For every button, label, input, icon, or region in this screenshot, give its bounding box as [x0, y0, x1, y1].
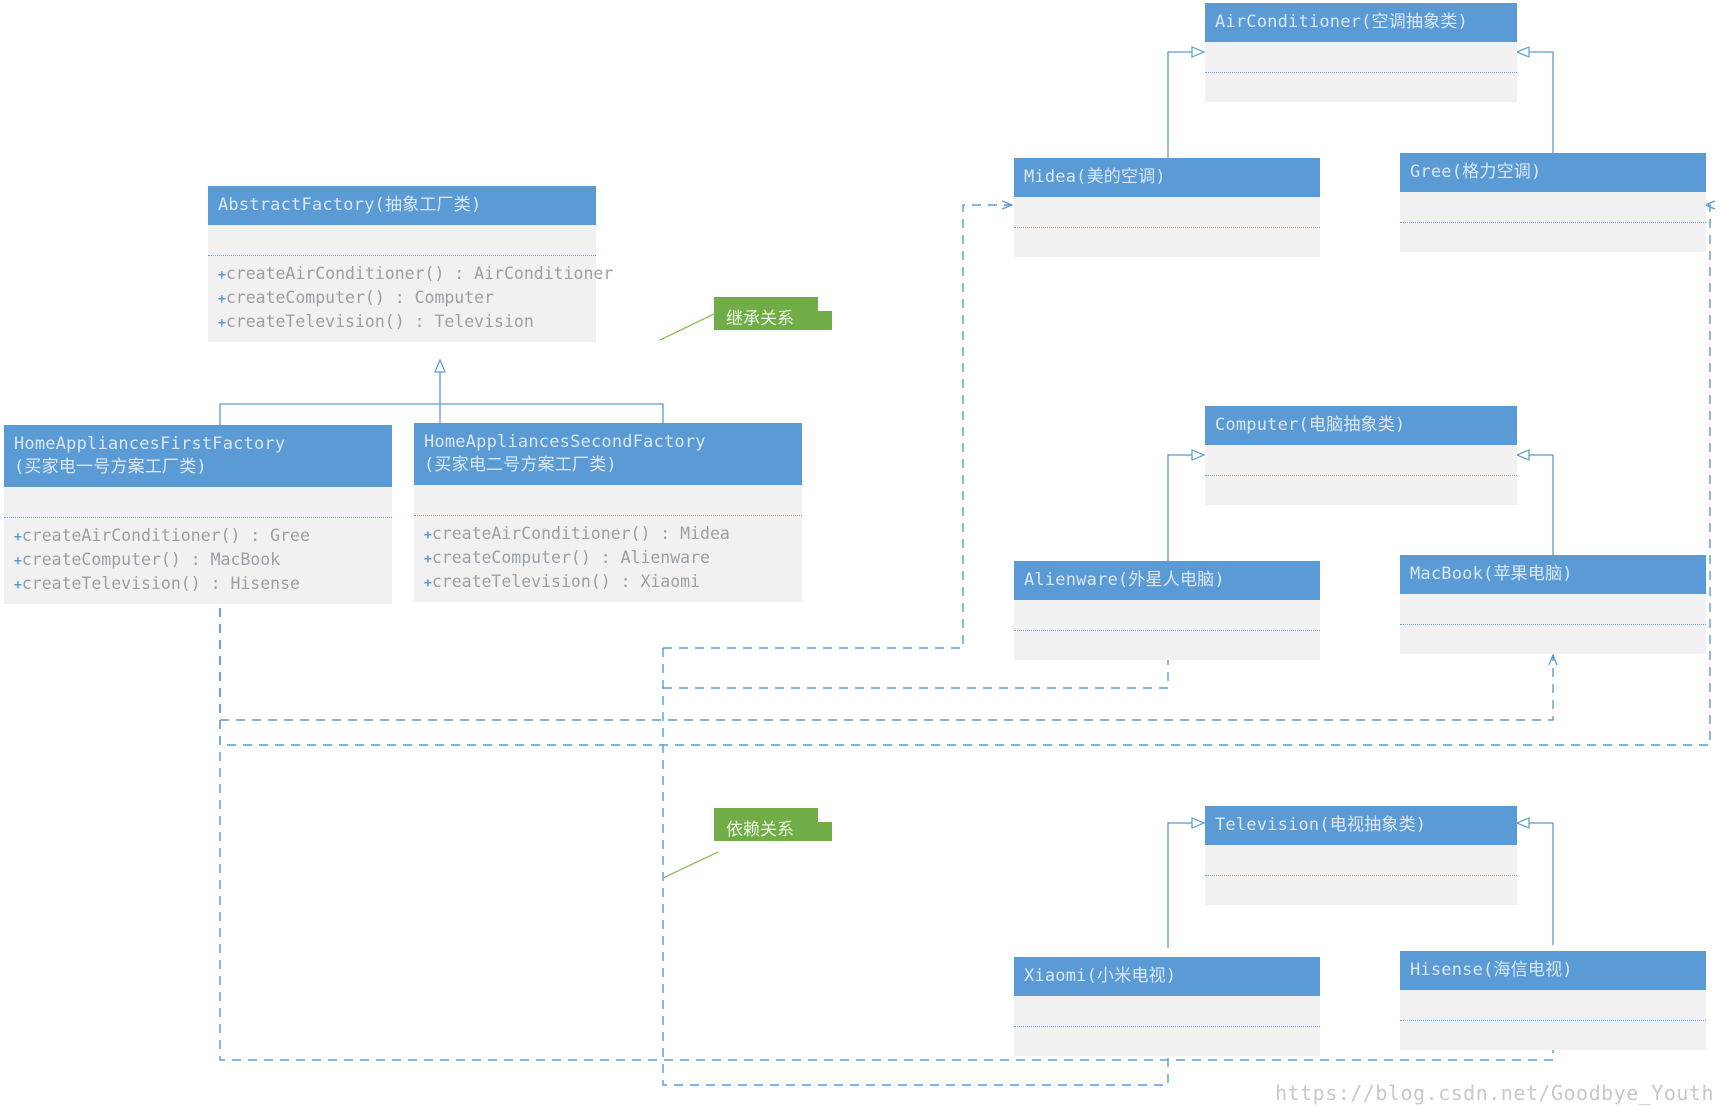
operation-row: +createComputer() : MacBook [14, 548, 382, 572]
class-operations-first-factory: +createAirConditioner() : Gree +createCo… [4, 516, 392, 604]
visibility-marker: + [424, 575, 432, 591]
class-computer[interactable]: Computer(电脑抽象类) [1205, 406, 1517, 505]
class-attributes-second-factory [414, 484, 802, 515]
note-fold-corner [818, 808, 832, 822]
class-title-air-conditioner: AirConditioner(空调抽象类) [1205, 3, 1517, 42]
class-attributes-xiaomi [1014, 995, 1320, 1026]
operation-row: +createTelevision() : Television [218, 310, 586, 334]
note-fold-corner [818, 297, 832, 311]
class-title-home-appliances-first-factory: HomeAppliancesFirstFactory (买家电一号方案工厂类) [4, 425, 392, 487]
note-label: 继承关系 [726, 309, 794, 329]
operation-row: +createAirConditioner() : Gree [14, 524, 382, 548]
visibility-marker: + [14, 529, 22, 545]
operation-row: +createComputer() : Computer [218, 286, 586, 310]
class-television[interactable]: Television(电视抽象类) [1205, 806, 1517, 905]
visibility-marker: + [218, 267, 226, 283]
operation-text: createAirConditioner() : Gree [21, 525, 310, 545]
class-operations-computer [1205, 474, 1517, 505]
visibility-marker: + [424, 551, 432, 567]
class-operations-hisense [1400, 1019, 1706, 1050]
class-gree[interactable]: Gree(格力空调) [1400, 153, 1706, 252]
class-attributes-television [1205, 844, 1517, 875]
class-abstract-factory[interactable]: AbstractFactory(抽象工厂类) +createAirConditi… [208, 186, 613, 342]
visibility-marker: + [218, 315, 226, 331]
class-title-midea: Midea(美的空调) [1014, 158, 1320, 197]
class-title-hisense: Hisense(海信电视) [1400, 951, 1706, 990]
operation-text: createComputer() : MacBook [21, 549, 281, 569]
note-dependency-relationship[interactable]: 依赖关系 [714, 808, 832, 841]
class-operations-second-factory: +createAirConditioner() : Midea +createC… [414, 514, 802, 602]
visibility-marker: + [218, 291, 226, 307]
class-attributes-alienware [1014, 599, 1320, 630]
operation-text: createComputer() : Alienware [431, 547, 710, 567]
class-title-home-appliances-second-factory: HomeAppliancesSecondFactory (买家电二号方案工厂类) [414, 423, 802, 485]
visibility-marker: + [14, 577, 22, 593]
class-attributes-macbook [1400, 593, 1706, 624]
class-operations-television [1205, 874, 1517, 905]
operation-row: +createTelevision() : Xiaomi [424, 570, 792, 594]
class-operations-xiaomi [1014, 1025, 1320, 1056]
class-hisense[interactable]: Hisense(海信电视) [1400, 951, 1706, 1050]
class-attributes-abstract-factory [208, 224, 596, 255]
class-xiaomi[interactable]: Xiaomi(小米电视) [1014, 957, 1320, 1056]
class-midea[interactable]: Midea(美的空调) [1014, 158, 1320, 257]
dependency-edge-first-to-macbook [219, 592, 1553, 721]
class-operations-gree [1400, 221, 1706, 252]
class-operations-abstract-factory: +createAirConditioner() : AirConditioner… [208, 254, 613, 342]
class-title-gree: Gree(格力空调) [1400, 153, 1706, 192]
note-label: 依赖关系 [726, 820, 794, 840]
class-operations-alienware [1014, 629, 1320, 660]
operation-text: createAirConditioner() : Midea [431, 523, 730, 543]
operation-row: +createAirConditioner() : AirConditioner [218, 262, 613, 286]
note-inheritance-relationship[interactable]: 继承关系 [714, 297, 832, 330]
class-attributes-computer [1205, 444, 1517, 475]
class-macbook[interactable]: MacBook(苹果电脑) [1400, 555, 1706, 654]
class-attributes-gree [1400, 191, 1706, 222]
class-title-abstract-factory: AbstractFactory(抽象工厂类) [208, 186, 596, 225]
class-attributes-hisense [1400, 989, 1706, 1020]
operation-row: +createComputer() : Alienware [424, 546, 792, 570]
class-air-conditioner[interactable]: AirConditioner(空调抽象类) [1205, 3, 1517, 102]
class-attributes-first-factory [4, 486, 392, 517]
operation-text: createComputer() : Computer [225, 287, 495, 307]
class-home-appliances-second-factory[interactable]: HomeAppliancesSecondFactory (买家电二号方案工厂类)… [414, 423, 802, 602]
visibility-marker: + [424, 527, 432, 543]
operation-text: createTelevision() : Television [225, 311, 534, 331]
operation-row: +createAirConditioner() : Midea [424, 522, 792, 546]
operation-text: createTelevision() : Hisense [21, 573, 300, 593]
class-operations-air-conditioner [1205, 71, 1517, 102]
class-title-xiaomi: Xiaomi(小米电视) [1014, 957, 1320, 996]
class-title-television: Television(电视抽象类) [1205, 806, 1517, 845]
class-home-appliances-first-factory[interactable]: HomeAppliancesFirstFactory (买家电一号方案工厂类) … [4, 425, 392, 604]
class-operations-midea [1014, 226, 1320, 257]
class-operations-macbook [1400, 623, 1706, 654]
operation-text: createTelevision() : Xiaomi [431, 571, 701, 591]
watermark-url: https://blog.csdn.net/Goodbye_Youth [1275, 1081, 1714, 1105]
class-attributes-midea [1014, 196, 1320, 227]
class-title-alienware: Alienware(外星人电脑) [1014, 561, 1320, 600]
class-title-computer: Computer(电脑抽象类) [1205, 406, 1517, 445]
operation-text: createAirConditioner() : AirConditioner [225, 263, 614, 283]
class-alienware[interactable]: Alienware(外星人电脑) [1014, 561, 1320, 660]
class-title-macbook: MacBook(苹果电脑) [1400, 555, 1706, 594]
visibility-marker: + [14, 553, 22, 569]
class-attributes-air-conditioner [1205, 41, 1517, 72]
operation-row: +createTelevision() : Hisense [14, 572, 382, 596]
